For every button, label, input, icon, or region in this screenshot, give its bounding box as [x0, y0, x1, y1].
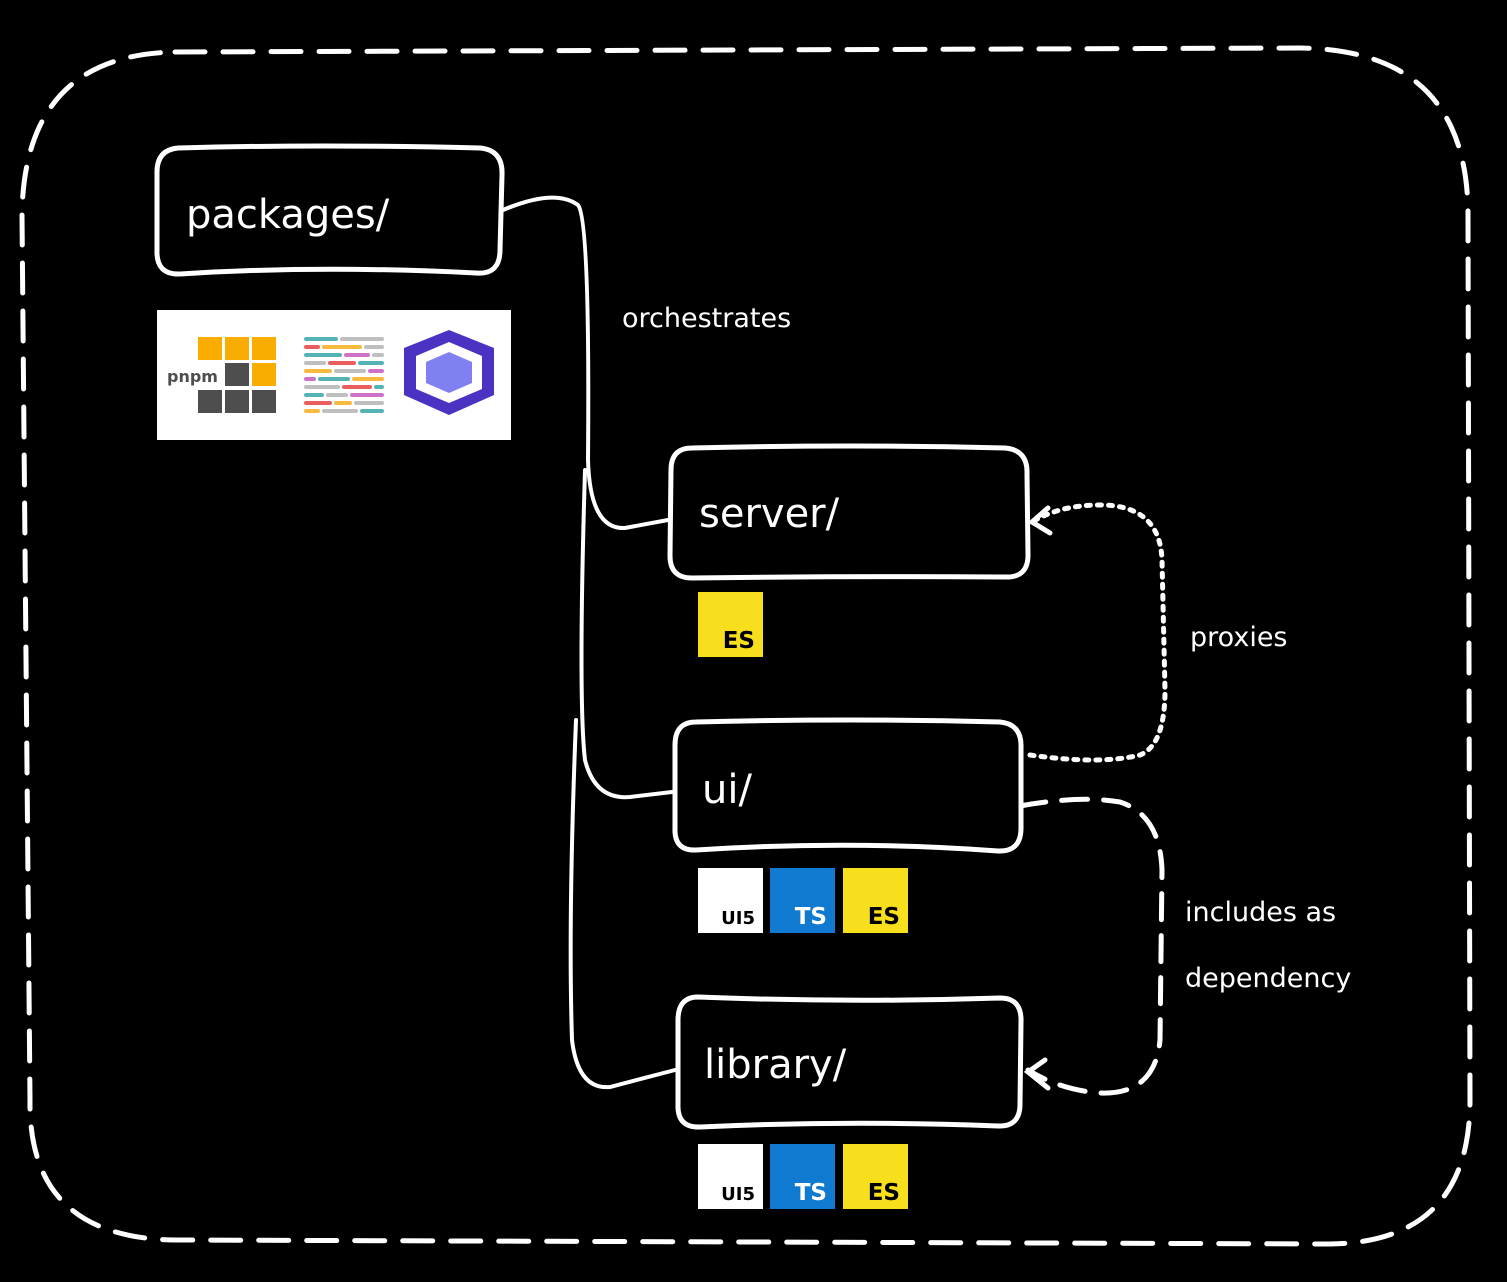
connector-to-library	[568, 718, 677, 1090]
badge-es	[698, 592, 763, 657]
badge-es-label: ES	[868, 904, 900, 930]
node-ui-box	[672, 717, 1024, 854]
badge-es	[843, 868, 908, 933]
node-packages: packages/	[154, 143, 505, 277]
node-library-label: library/	[704, 1042, 847, 1088]
badge-es-label: ES	[868, 1180, 900, 1206]
node-ui: ui/	[672, 717, 1024, 854]
pnpm-logo-text: pnpm	[167, 367, 218, 386]
eslint-logo-icon	[404, 330, 494, 415]
badge-ts-label: TS	[795, 904, 827, 930]
node-library: library/	[675, 994, 1024, 1130]
node-library-box	[675, 994, 1024, 1130]
node-server-label: server/	[699, 491, 840, 537]
pnpm-logo-icon: pnpm	[167, 337, 276, 413]
connector-to-ui	[579, 468, 674, 800]
prettier-logo-icon	[304, 337, 384, 413]
node-server-box	[667, 443, 1031, 581]
badges-ui: UI5 TS ES	[698, 868, 908, 933]
badge-ts-label: TS	[795, 1180, 827, 1206]
proxies-arrow	[1027, 502, 1168, 763]
badge-ts	[770, 1144, 835, 1209]
includes-arrow	[1017, 796, 1165, 1096]
badge-ui5	[698, 868, 763, 933]
badge-es-label: ES	[723, 628, 755, 654]
connector-to-server	[501, 195, 670, 531]
edge-label-orchestrates: orchestrates	[622, 303, 791, 334]
edge-label-includes-line2: dependency	[1185, 963, 1351, 994]
badge-ui5-label: UI5	[721, 908, 755, 929]
badges-library: UI5 TS ES	[698, 1144, 908, 1209]
badge-ts	[770, 868, 835, 933]
node-packages-label: packages/	[186, 192, 390, 238]
badge-ui5-label: UI5	[721, 1184, 755, 1205]
badges-server: ES	[698, 592, 763, 657]
monorepo-boundary	[19, 45, 1473, 1247]
node-packages-box	[154, 143, 505, 277]
edge-label-proxies: proxies	[1190, 622, 1288, 653]
node-server: server/	[667, 443, 1031, 581]
badge-ui5	[698, 1144, 763, 1209]
orchestrates-connectors	[501, 195, 677, 1090]
badge-es	[843, 1144, 908, 1209]
node-ui-label: ui/	[702, 767, 752, 813]
edge-label-includes-line1: includes as	[1185, 897, 1336, 928]
tooling-logos: pnpm	[157, 310, 511, 440]
